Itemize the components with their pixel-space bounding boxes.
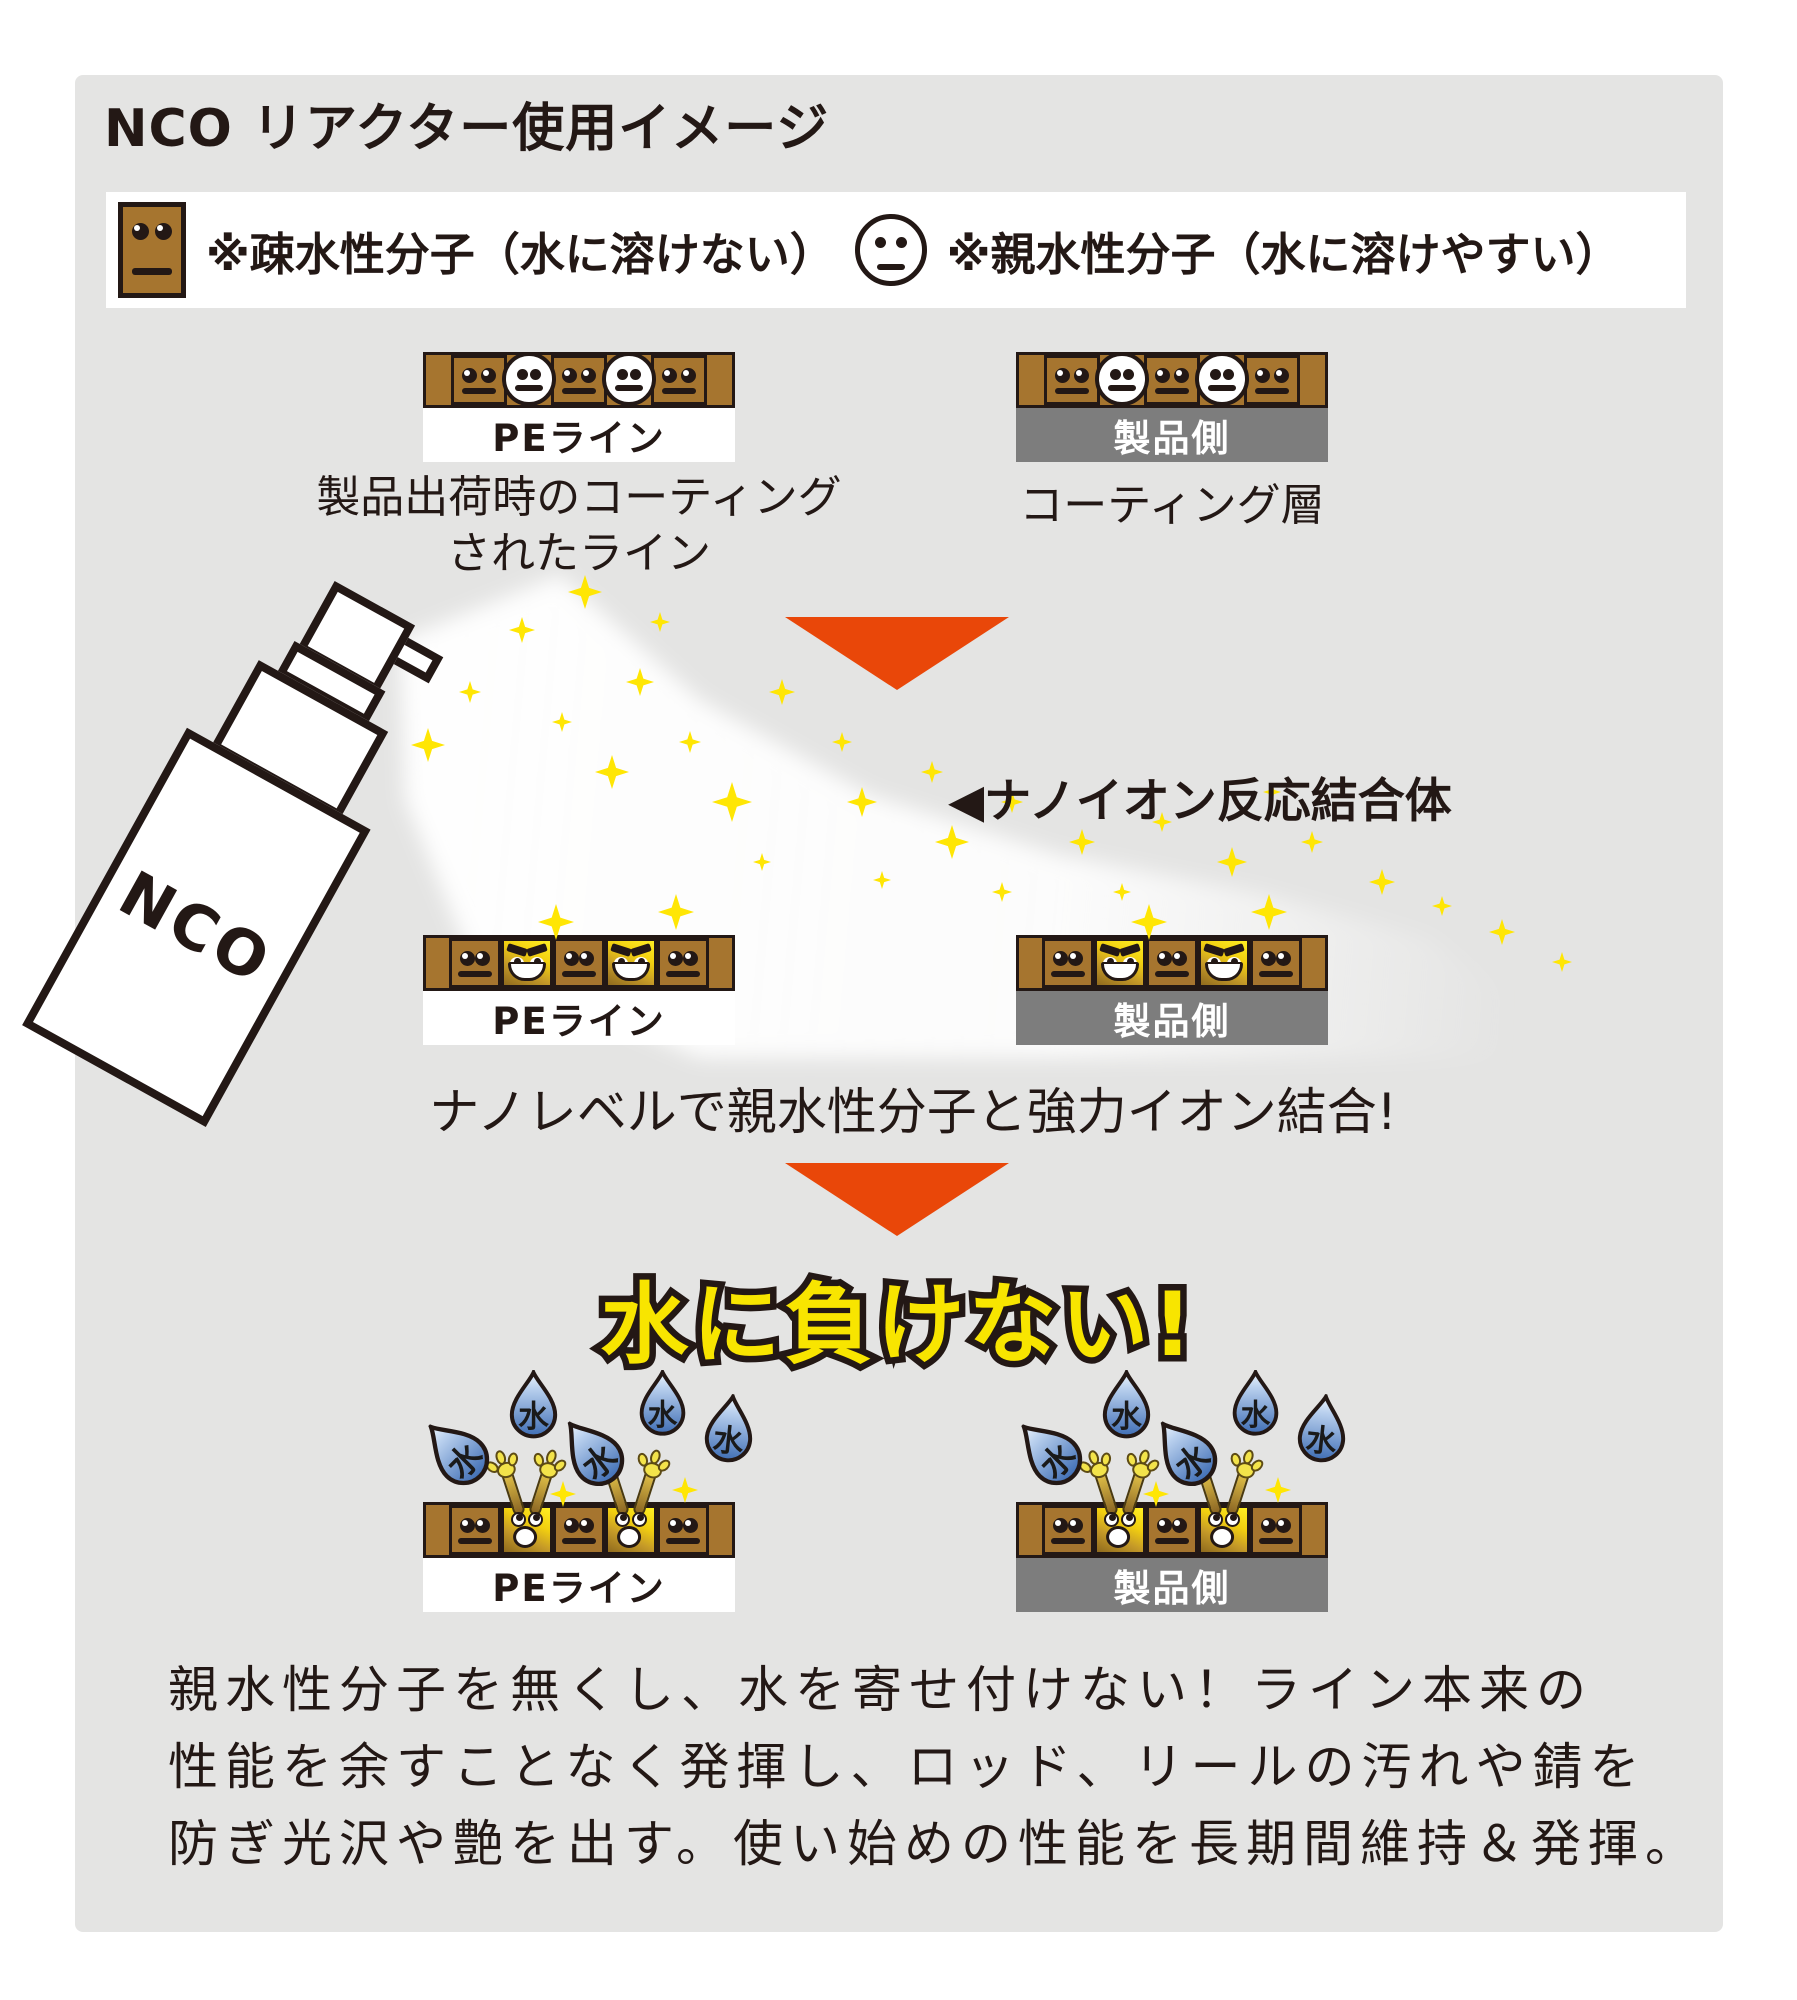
product-side-label: 製品側: [1113, 417, 1231, 460]
product-side-label: 製品側: [1113, 1567, 1231, 1610]
stage1-left-caption-line1: 製品出荷時のコーティング: [316, 472, 842, 523]
molecule-strip: [423, 935, 735, 991]
product-side-diagram-repel: 製品側: [1016, 1448, 1328, 1614]
molecule-strip: [1016, 352, 1328, 408]
hydrophilic-molecule-icon: [602, 352, 656, 406]
ion-bonded-molecule-icon: [605, 938, 657, 988]
svg-text:水: 水: [518, 1399, 549, 1435]
molecule-strip: [1016, 1448, 1328, 1558]
pe-line-label: PEライン: [492, 1000, 666, 1043]
molecule-strip: [423, 1448, 735, 1558]
ion-bonded-molecule-icon: [501, 938, 553, 988]
svg-text:水: 水: [711, 1422, 746, 1461]
hydrophobic-molecule-icon: [553, 938, 605, 988]
legend: ※疎水性分子（水に溶けない） ※親水性分子（水に溶けやすい）: [106, 192, 1686, 308]
hydrophobic-molecule-icon: [1250, 938, 1302, 988]
product-side-diagram-initial: 製品側: [1016, 352, 1328, 464]
product-side-bar: 製品側: [1016, 991, 1328, 1045]
product-side-bar: 製品側: [1016, 408, 1328, 462]
hydrophobic-molecule-icon: [551, 355, 607, 405]
water-repelling-molecule-icon: [1180, 1448, 1266, 1555]
pe-line-label: PEライン: [492, 417, 666, 460]
svg-text:水: 水: [1241, 1397, 1271, 1432]
molecule-strip: [1016, 935, 1328, 991]
water-repelling-molecule-icon: [483, 1448, 569, 1555]
down-arrow-icon: [785, 1163, 1009, 1236]
hydrophilic-molecule-icon: [1095, 352, 1149, 406]
water-drop-icon: 水: [1137, 1403, 1233, 1501]
pe-line-bar: PEライン: [423, 991, 735, 1045]
water-drop-icon: 水: [505, 1367, 562, 1440]
description-line3: 防ぎ光沢や艶を出す。使い始めの性能を長期間維持＆発揮。: [168, 1815, 1702, 1873]
ion-bonded-molecule-icon: [1094, 938, 1146, 988]
hydrophobic-molecule-icon: [449, 938, 501, 988]
description-line1: 親水性分子を無くし、水を寄せ付けない！ライン本来の: [168, 1661, 1593, 1719]
hydrophobic-molecule-icon: [1144, 355, 1200, 405]
description-paragraph: 親水性分子を無くし、水を寄せ付けない！ライン本来の 性能を余すことなく発揮し、ロ…: [168, 1652, 1702, 1883]
water-drop-icon: 水: [1098, 1367, 1155, 1440]
water-drop-icon: 水: [407, 1403, 505, 1501]
hydrophobic-molecule-icon: [1250, 1505, 1302, 1555]
hydrophobic-molecule-icon: [449, 1505, 501, 1555]
hydrophobic-molecule-icon: [1044, 355, 1100, 405]
hydrophobic-molecule-icon: [553, 1505, 605, 1555]
hydrophilic-molecule-icon: [1195, 352, 1249, 406]
hydrophilic-molecule-icon: [854, 214, 927, 286]
molecule-strip: [423, 352, 735, 408]
legend-hydrophilic-label: ※親水性分子（水に溶けやすい）: [946, 227, 1621, 281]
hydrophobic-molecule-icon: [1042, 938, 1094, 988]
pe-line-diagram-bonded: PEライン: [423, 935, 735, 1047]
product-side-bar: 製品側: [1016, 1558, 1328, 1612]
water-drop-icon: 水: [1290, 1391, 1354, 1467]
nano-ion-callout: ◀ナノイオン反応結合体: [948, 774, 1452, 829]
stage1-right-caption: コーティング層: [872, 478, 1472, 534]
product-side-diagram-bonded: 製品側: [1016, 935, 1328, 1047]
water-repelling-molecule-icon: [1076, 1448, 1162, 1555]
hydrophobic-molecule-icon: [1146, 938, 1198, 988]
svg-text:水: 水: [1304, 1422, 1339, 1461]
svg-text:水: 水: [1111, 1399, 1142, 1435]
page-title: NCO リアクター使用イメージ: [104, 99, 830, 159]
stage1-left-caption-line2: されたライン: [447, 528, 711, 579]
description-line2: 性能を余すことなく発揮し、ロッド、リールの汚れや錆を: [168, 1738, 1647, 1796]
pe-line-bar: PEライン: [423, 1558, 735, 1612]
hydrophobic-molecule-icon: [1146, 1505, 1198, 1555]
hydrophobic-molecule-icon: [657, 1505, 709, 1555]
stage1-right-caption-text: コーティング層: [1019, 480, 1325, 531]
hydrophobic-molecule-icon: [651, 355, 707, 405]
water-drop-icon: 水: [1228, 1367, 1283, 1437]
water-drop-icon: 水: [697, 1391, 761, 1467]
hydrophobic-molecule-icon: [1244, 355, 1300, 405]
water-drop-icon: 水: [1000, 1403, 1098, 1501]
legend-hydrophobic-label: ※疎水性分子（水に溶けない）: [206, 227, 835, 281]
ion-bonded-molecule-icon: [1198, 938, 1250, 988]
hydrophobic-molecule-icon: [657, 938, 709, 988]
stage2-caption: ナノレベルで親水性分子と強力イオン結合!: [429, 1083, 1397, 1141]
pe-line-diagram-repel: PEライン: [423, 1448, 735, 1614]
hydrophobic-molecule-icon: [1042, 1505, 1094, 1555]
product-side-label: 製品側: [1113, 1000, 1231, 1043]
water-drop-icon: 水: [544, 1403, 640, 1501]
down-arrow-icon: [785, 617, 1009, 690]
hydrophilic-molecule-icon: [502, 352, 556, 406]
water-repelling-molecule-icon: [587, 1448, 673, 1555]
pe-line-bar: PEライン: [423, 408, 735, 462]
pe-line-label: PEライン: [492, 1567, 666, 1610]
stage1-left-caption: 製品出荷時のコーティング されたライン: [279, 470, 879, 582]
hydrophobic-molecule-icon: [118, 202, 186, 298]
bottle-label: NCO: [107, 856, 285, 999]
svg-text:水: 水: [648, 1397, 678, 1432]
hydrophobic-molecule-icon: [451, 355, 507, 405]
water-drop-icon: 水: [635, 1367, 690, 1437]
pe-line-diagram-initial: PEライン: [423, 352, 735, 464]
headline-water-resistant: 水に負けない!: [594, 1267, 1199, 1383]
